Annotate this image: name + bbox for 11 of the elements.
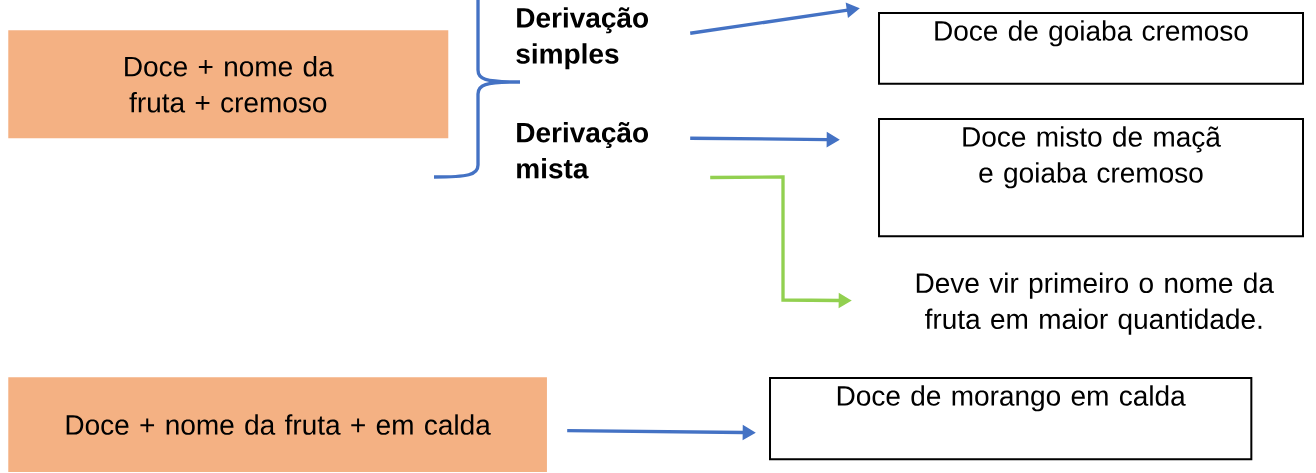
node-label: Doce + nome da fruta + cremoso — [125, 55, 334, 113]
node-label: Doce de goiaba cremoso — [935, 20, 1248, 47]
node-label: Doce + nome da fruta + em calda — [66, 414, 491, 435]
example-box — [878, 12, 1304, 85]
node-text: Deve vir primeiro o nome da fruta em maior quantidade. — [916, 272, 1274, 335]
node-text: Derivação simples — [516, 7, 649, 70]
node-text: Derivação mista — [517, 121, 649, 179]
node-label: Doce de morango em calda — [837, 385, 1186, 412]
example-box — [878, 118, 1304, 238]
example-box — [769, 377, 1253, 461]
node-label: Doce misto de maçã e goiaba cremoso — [963, 126, 1221, 189]
